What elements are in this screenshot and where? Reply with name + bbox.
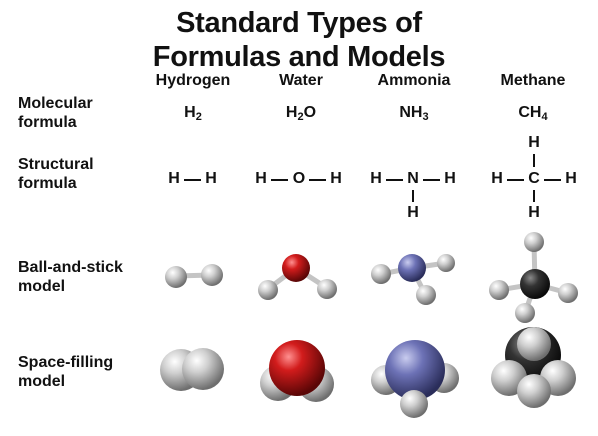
hydrogen-atom-ball: [524, 232, 544, 252]
single-bond: [507, 179, 524, 181]
row-label-line: Structural: [18, 156, 94, 173]
column-header-methane: Methane: [500, 72, 566, 89]
row-label-ball-and-stick-model: Ball-and-stick model: [18, 258, 123, 296]
hydrogen-atom-ball: [317, 279, 337, 299]
atom-h: H: [168, 170, 180, 187]
ball-stick-methane: [489, 232, 578, 323]
nitrogen-atom-sphere: [385, 340, 445, 400]
row-label-line: model: [18, 373, 66, 390]
single-bond: [533, 190, 535, 202]
molecular-formula-methane: CH4: [518, 104, 548, 123]
atom-n: N: [407, 170, 419, 187]
hydrogen-atom-ball: [558, 283, 578, 303]
space-filling-water: [260, 340, 334, 402]
hydrogen-atom-ball: [258, 280, 278, 300]
hydrogen-atom-sphere: [182, 348, 224, 390]
molecular-formula-hydrogen: H2: [184, 104, 202, 123]
hydrogen-atom-ball: [489, 280, 509, 300]
ball-stick-water: [258, 254, 337, 300]
row-label-line: formula: [18, 175, 77, 192]
single-bond: [271, 179, 288, 181]
single-bond: [184, 179, 201, 181]
atom-h: H: [330, 170, 342, 187]
hydrogen-atom-ball: [416, 285, 436, 305]
hydrogen-atom-ball: [201, 264, 223, 286]
space-filling-methane: [491, 327, 576, 408]
space-filling-hydrogen: [160, 348, 224, 391]
row-label-line: Molecular: [18, 95, 93, 112]
column-header-hydrogen: Hydrogen: [155, 72, 231, 89]
ball-stick-ammonia: [371, 254, 455, 305]
space-filling-ammonia: [371, 340, 459, 418]
row-label-line: model: [18, 278, 66, 295]
ball-stick-hydrogen: [165, 264, 223, 288]
oxygen-atom-ball: [282, 254, 310, 282]
single-bond: [544, 179, 561, 181]
row-label-space-filling-model: Space-filling model: [18, 353, 113, 391]
atom-h: H: [407, 204, 419, 221]
single-bond: [386, 179, 403, 181]
molecular-formula-ammonia: NH3: [399, 104, 429, 123]
hydrogen-atom-ball: [371, 264, 391, 284]
carbon-atom-ball: [520, 269, 550, 299]
diagram-title: Standard Types of Formulas and Models: [0, 6, 598, 74]
atom-h: H: [255, 170, 267, 187]
row-label-structural-formula: Structural formula: [18, 155, 94, 193]
hydrogen-atom-sphere: [400, 390, 428, 418]
nitrogen-atom-ball: [398, 254, 426, 282]
atom-h: H: [370, 170, 382, 187]
single-bond: [533, 154, 535, 167]
atom-h: H: [528, 204, 540, 221]
hydrogen-atom-ball: [165, 266, 187, 288]
title-line-2: Formulas and Models: [152, 41, 446, 73]
column-header-ammonia: Ammonia: [377, 72, 451, 89]
molecular-formula-water: H2O: [285, 104, 317, 123]
atom-h: H: [528, 134, 540, 151]
row-label-line: formula: [18, 114, 77, 131]
column-header-water: Water: [279, 72, 323, 89]
hydrogen-atom-sphere: [517, 327, 551, 361]
single-bond: [309, 179, 326, 181]
hydrogen-atom-ball: [437, 254, 455, 272]
single-bond: [412, 190, 414, 202]
row-label-line: Ball-and-stick: [18, 259, 123, 276]
atom-h: H: [565, 170, 577, 187]
oxygen-atom-sphere: [269, 340, 325, 396]
hydrogen-atom-sphere: [517, 374, 551, 408]
single-bond: [423, 179, 440, 181]
atom-c: C: [528, 170, 540, 187]
atom-h: H: [205, 170, 217, 187]
atom-h: H: [491, 170, 503, 187]
hydrogen-atom-ball: [515, 303, 535, 323]
row-label-line: Space-filling: [18, 354, 114, 371]
row-label-molecular-formula: Molecular formula: [18, 94, 93, 132]
atom-o: O: [292, 170, 306, 187]
title-line-1: Standard Types of: [176, 7, 422, 39]
atom-h: H: [444, 170, 456, 187]
